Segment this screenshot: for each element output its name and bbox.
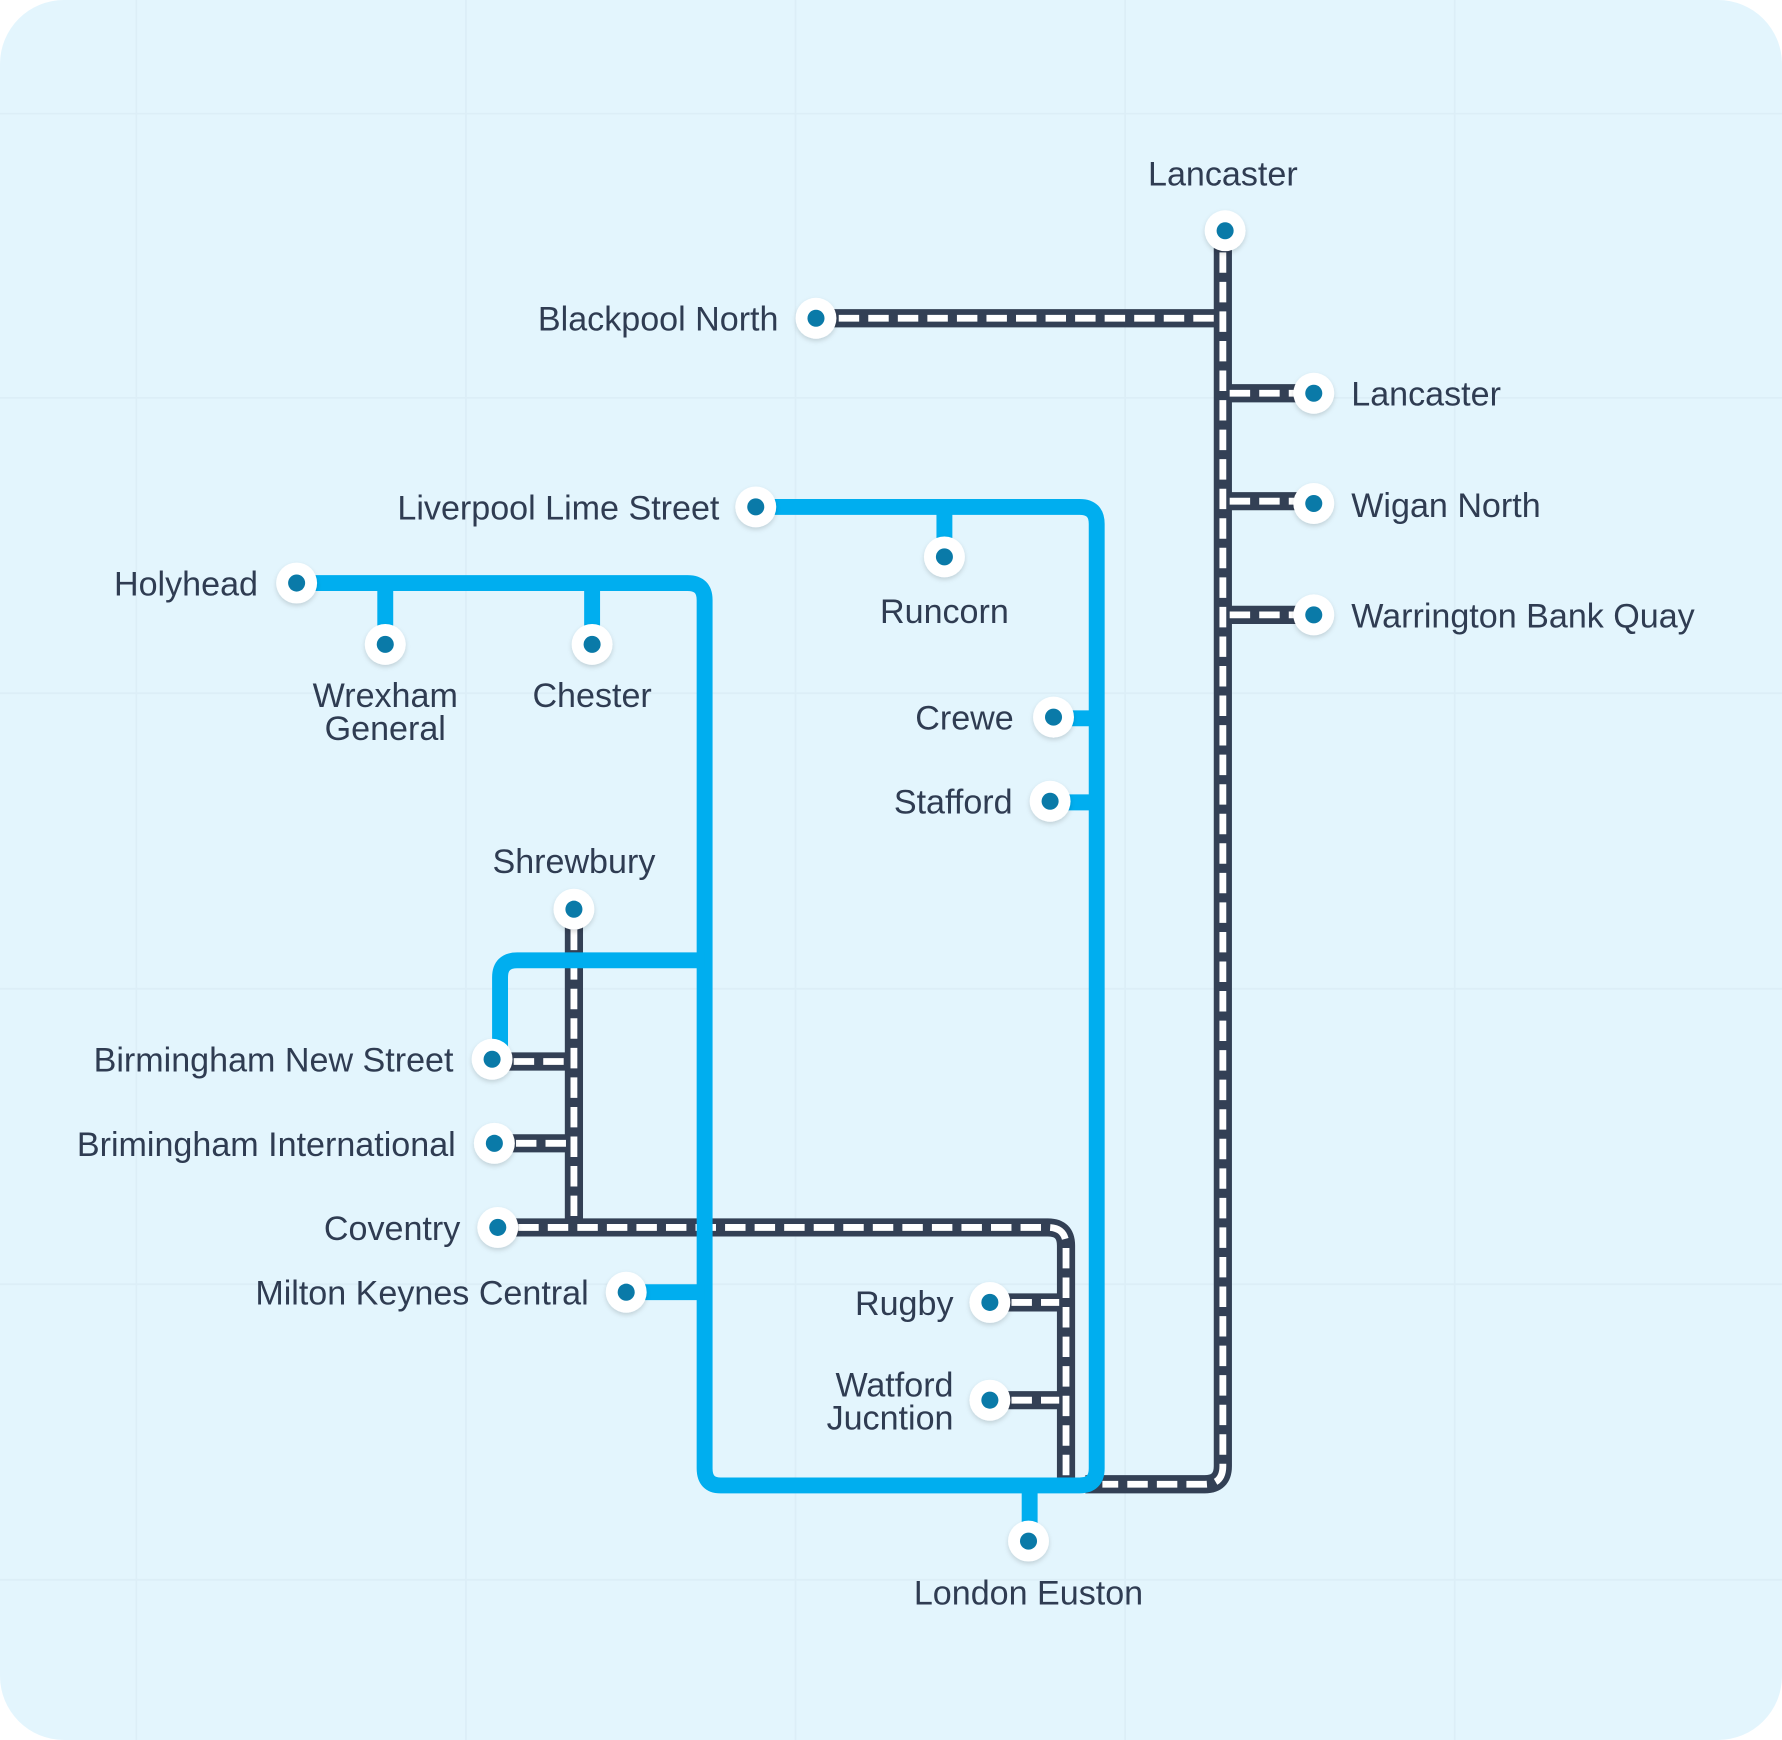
station-label: Lancaster [1351,376,1501,414]
station-label: Birmingham New Street [94,1042,454,1080]
station-holyhead[interactable]: Holyhead [114,562,318,604]
station-liverpool-lime-street[interactable]: Liverpool Lime Street [397,486,777,527]
station-wrexham-general[interactable]: Wrexham General [313,623,458,748]
station-warrington-bank-quay[interactable]: Warrington Bank Quay [1293,594,1695,635]
station-label: Shrewbury [492,843,655,881]
station-label: Milton Keynes Central [255,1275,588,1313]
station-label: Rugby [855,1285,954,1323]
station-label: Brimingham International [77,1126,456,1164]
station-label-line-2: Jucntion [827,1400,954,1438]
station-label: Warrington Bank Quay [1351,597,1694,635]
station-stafford[interactable]: Stafford [894,780,1071,822]
station-crewe[interactable]: Crewe [915,696,1074,738]
station-label: Coventry [324,1210,460,1248]
station-wigan-north[interactable]: Wigan North [1293,483,1541,525]
station-label: Lancaster [1148,155,1298,193]
station-label: Runcorn [880,593,1009,631]
station-blackpool-north[interactable]: Blackpool North [538,297,837,339]
station-watford-junction[interactable]: Watford Jucntion [827,1367,1011,1438]
station-label-line-1: Watford [835,1367,953,1405]
station-shrewsbury[interactable]: Shrewbury [492,843,655,930]
station-birmingham-international[interactable]: Brimingham International [77,1122,515,1164]
station-rugby[interactable]: Rugby [855,1281,1011,1323]
station-chester[interactable]: Chester [532,623,652,715]
station-birmingham-new-street[interactable]: Birmingham New Street [94,1038,513,1080]
station-label: Holyhead [114,566,258,604]
station-label-line-1: Wrexham [313,677,458,715]
station-lancaster-top[interactable]: Lancaster [1148,155,1298,252]
station-label: Wigan North [1351,487,1540,525]
station-label: Liverpool Lime Street [397,489,720,527]
stations: Lancaster Blackpool North Lancaster Wiga… [77,155,1695,1612]
station-label-line-2: General [325,710,446,748]
station-label: Blackpool North [538,301,779,339]
station-runcorn[interactable]: Runcorn [880,536,1009,631]
station-coventry[interactable]: Coventry [324,1206,519,1248]
station-label: London Euston [914,1575,1143,1613]
station-label: Stafford [894,784,1013,822]
station-label: Chester [532,677,651,715]
station-label: Crewe [915,700,1013,738]
station-lancaster-right[interactable]: Lancaster [1293,372,1501,414]
station-london-euston[interactable]: London Euston [914,1520,1143,1613]
station-milton-keynes-central[interactable]: Milton Keynes Central [255,1271,647,1313]
